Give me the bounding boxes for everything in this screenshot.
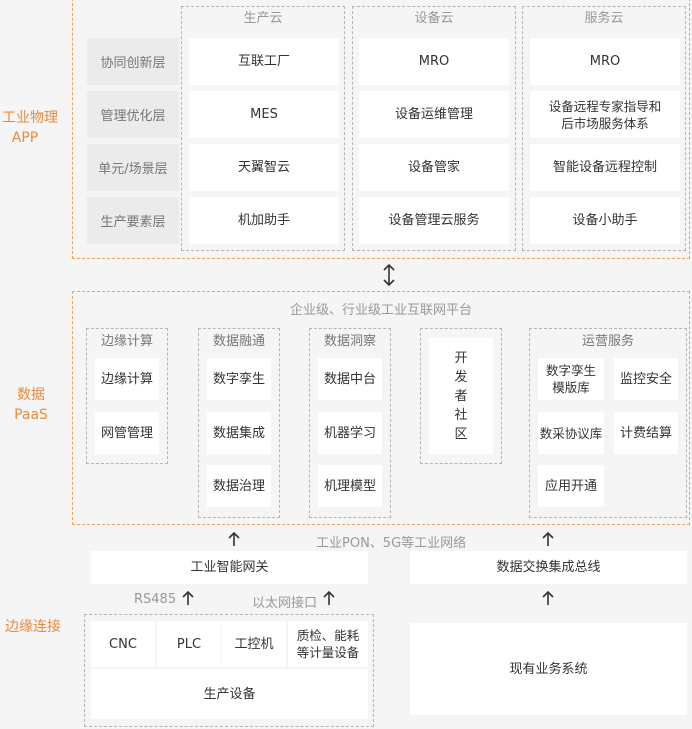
- group-title-data-fusion: 数据融通: [212, 334, 265, 349]
- arrow-up-icon: [182, 590, 194, 605]
- app-cell-mro-equipment: MRO: [359, 38, 509, 85]
- section-label-edge: 边缘连接: [5, 619, 61, 635]
- row-label-production-factor: 生产要素层: [87, 197, 179, 244]
- app-cell-connected-factory: 互联工厂: [189, 38, 339, 85]
- group-frame-edge-compute: [86, 328, 168, 464]
- column-title-equipment-cloud: 设备云: [414, 11, 454, 26]
- section-label-paas: 数据 PaaS: [14, 387, 48, 423]
- paas-box-network-management: 网管管理: [95, 412, 159, 454]
- arrow-up-icon: [228, 531, 240, 546]
- arrow-up-icon: [323, 590, 335, 605]
- app-cell-mes: MES: [189, 91, 339, 138]
- row-label-collaboration: 协同创新层: [87, 38, 179, 85]
- rs485-label: RS485: [134, 592, 177, 607]
- paas-title: 企业级、行业级工业互联网平台: [289, 303, 472, 318]
- paas-box-data-middle-platform: 数据中台: [318, 358, 382, 400]
- column-title-production-cloud: 生产云: [243, 11, 283, 26]
- paas-box-mechanism-model: 机理模型: [318, 465, 382, 507]
- column-frame-service-cloud: [522, 6, 686, 251]
- paas-box-protocol-library: 数采协议库: [538, 412, 604, 454]
- app-cell-equipment-assistant: 设备小助手: [530, 197, 680, 244]
- app-cell-mro-service: MRO: [530, 38, 680, 85]
- app-cell-equipment-butler: 设备管家: [359, 144, 509, 191]
- ethernet-label: 以太网接口: [252, 596, 318, 611]
- group-frame-data-insight: [309, 328, 391, 518]
- app-cell-tianyi-cloud: 天翼智云: [189, 144, 339, 191]
- app-cell-remote-expert: 设备远程专家指导和 后市场服务体系: [530, 91, 680, 138]
- device-metering-equipment: 质检、能耗 等计量设备: [288, 621, 368, 667]
- existing-business-system: 现有业务系统: [410, 623, 687, 715]
- network-note: 工业PON、5G等工业网络: [316, 536, 467, 551]
- column-frame-production-cloud: [181, 6, 345, 251]
- group-frame-data-fusion: [198, 328, 280, 518]
- group-title-edge-compute: 边缘计算: [100, 334, 153, 349]
- devices-frame: [84, 614, 374, 727]
- paas-box-data-governance: 数据治理: [207, 465, 271, 507]
- column-title-service-cloud: 服务云: [584, 11, 624, 26]
- app-layer-frame: [72, 0, 690, 259]
- section-label-app: 工业物理 APP: [2, 110, 58, 146]
- arrow-up-icon: [542, 531, 554, 546]
- paas-box-digital-twin: 数字孪生: [207, 358, 271, 400]
- app-cell-equipment-ops: 设备运维管理: [359, 91, 509, 138]
- group-title-ops-service: 运营服务: [581, 334, 634, 349]
- column-frame-equipment-cloud: [352, 6, 516, 251]
- paas-box-billing: 计费结算: [614, 412, 678, 454]
- row-label-management: 管理优化层: [87, 91, 179, 138]
- group-frame-developer-community: [420, 328, 502, 464]
- group-frame-ops-service: [529, 328, 687, 518]
- arrow-up-icon: [542, 590, 554, 605]
- paas-box-twin-template-library: 数字孪生 模版库: [538, 358, 604, 400]
- paas-box-app-activation: 应用开通: [538, 465, 604, 507]
- production-equipment: 生产设备: [91, 669, 368, 719]
- paas-box-edge-compute: 边缘计算: [95, 358, 159, 400]
- device-plc: PLC: [157, 621, 221, 667]
- app-cell-remote-control: 智能设备远程控制: [530, 144, 680, 191]
- app-cell-machining-assistant: 机加助手: [189, 197, 339, 244]
- paas-box-developer-community: 开 发 者 社 区: [429, 338, 493, 454]
- paas-box-data-integration: 数据集成: [207, 412, 271, 454]
- group-title-data-insight: 数据洞察: [323, 334, 376, 349]
- app-cell-equipment-cloud-service: 设备管理云服务: [359, 197, 509, 244]
- data-exchange-bus: 数据交换集成总线: [410, 551, 687, 584]
- device-industrial-pc: 工控机: [222, 621, 286, 667]
- device-cnc: CNC: [91, 621, 155, 667]
- double-arrow-icon: [383, 263, 395, 287]
- paas-layer-frame: [72, 291, 690, 525]
- row-label-scenario: 单元/场景层: [87, 144, 179, 191]
- paas-box-monitoring-security: 监控安全: [614, 358, 678, 400]
- industrial-gateway: 工业智能网关: [91, 551, 368, 584]
- paas-box-machine-learning: 机器学习: [318, 412, 382, 454]
